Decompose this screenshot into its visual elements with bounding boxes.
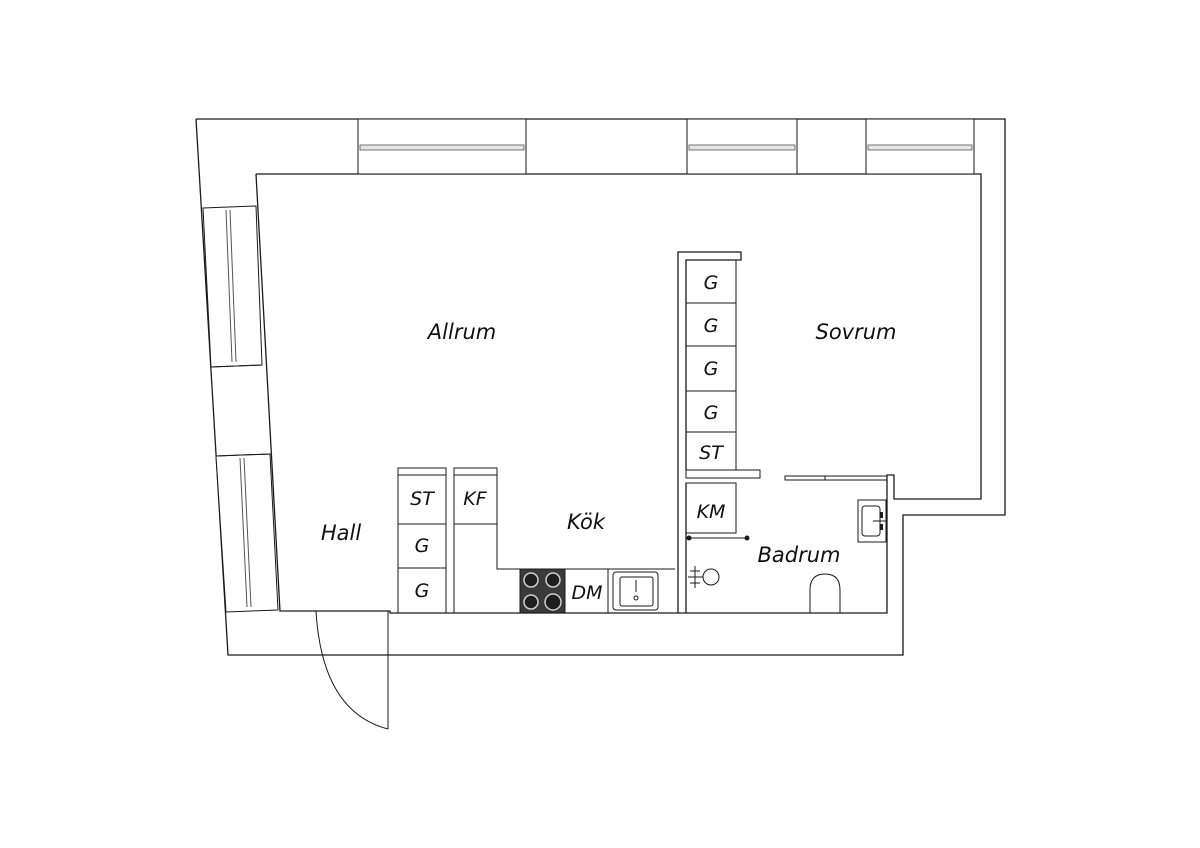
kitchen-sink-icon xyxy=(612,571,659,611)
stove-burners-icon xyxy=(523,572,562,611)
bathroom-sink-icon xyxy=(857,499,887,543)
window-left-1 xyxy=(202,205,263,368)
room-label-living: Allrum xyxy=(426,320,496,344)
bathroom-fixtures xyxy=(686,475,888,613)
wardrobe-label: G xyxy=(704,402,719,424)
outer-walls xyxy=(195,118,1006,656)
inner-wall-outline xyxy=(255,173,982,614)
window-top-3 xyxy=(865,118,975,175)
wardrobe-label: G xyxy=(415,580,430,602)
room-label-bathroom: Badrum xyxy=(757,543,840,567)
room-label-bedroom: Sovrum xyxy=(815,320,896,344)
wardrobe-label: G xyxy=(415,535,430,557)
entrance-door xyxy=(315,610,389,730)
window-left-2 xyxy=(215,453,279,613)
room-label-kitchen: Kök xyxy=(567,510,606,534)
dishwasher-label: DM xyxy=(571,582,602,604)
wardrobe-label: G xyxy=(704,358,719,380)
room-label-hall: Hall xyxy=(321,521,361,545)
central-partition xyxy=(677,251,761,613)
storage-label: ST xyxy=(410,488,435,510)
outer-wall-outline xyxy=(195,118,1006,656)
hall-cabinets xyxy=(397,467,447,614)
storage-label: ST xyxy=(699,442,724,464)
window-top-2 xyxy=(686,118,798,175)
shower-icon xyxy=(688,566,720,588)
toilet-icon xyxy=(809,573,841,613)
window-top-1 xyxy=(357,118,527,175)
top-windows xyxy=(357,118,975,175)
wardrobe-label: G xyxy=(704,315,719,337)
washing-machine-label: KM xyxy=(697,501,726,523)
fridge-freezer-label: KF xyxy=(463,488,487,510)
wardrobe-label: G xyxy=(704,272,719,294)
kitchen-units xyxy=(453,467,675,614)
left-windows xyxy=(202,205,279,613)
